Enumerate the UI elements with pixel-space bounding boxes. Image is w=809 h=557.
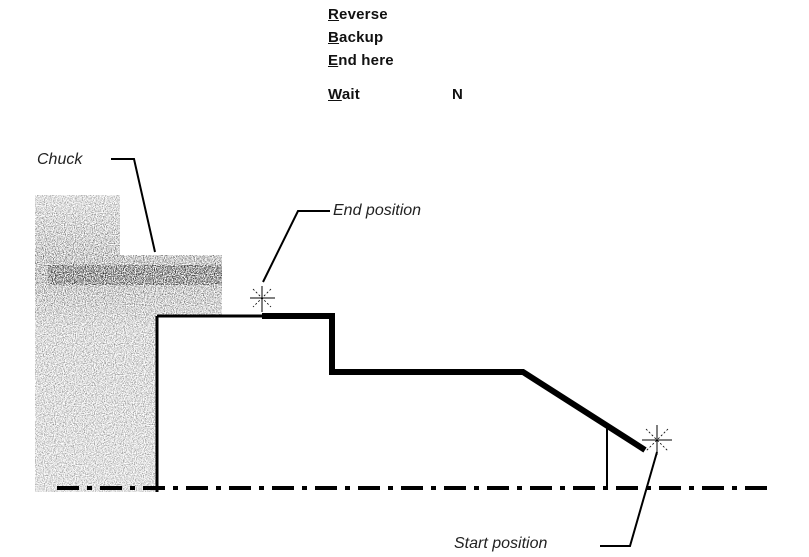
menu-item-label: ait	[341, 86, 360, 103]
start-position-label: Start position	[454, 535, 548, 552]
chuck-label: Chuck	[37, 151, 83, 168]
chuck	[35, 195, 222, 492]
start-position-leader	[600, 451, 658, 547]
menu-item-wait[interactable]: Wait	[328, 86, 360, 103]
menu-item-end-here[interactable]: End here	[328, 52, 394, 69]
menu-item-backup[interactable]: Backup	[328, 29, 383, 46]
menu-item-label: everse	[339, 6, 388, 23]
accelerator: W	[328, 86, 342, 103]
end-position-leader	[262, 210, 330, 283]
menu-item-label: nd here	[338, 52, 394, 69]
accelerator: R	[328, 6, 340, 23]
end-position-marker	[250, 286, 275, 312]
menu-item-label: ackup	[339, 29, 384, 46]
menu-item-reverse[interactable]: Reverse	[328, 6, 388, 23]
accelerator: E	[328, 52, 339, 69]
workpiece	[155, 314, 262, 492]
end-position-label: End position	[333, 202, 422, 219]
chuck-leader	[111, 158, 156, 253]
accelerator: B	[328, 29, 340, 46]
start-position-marker	[642, 425, 672, 455]
tool-path	[262, 313, 647, 453]
wait-value: N	[452, 86, 463, 103]
